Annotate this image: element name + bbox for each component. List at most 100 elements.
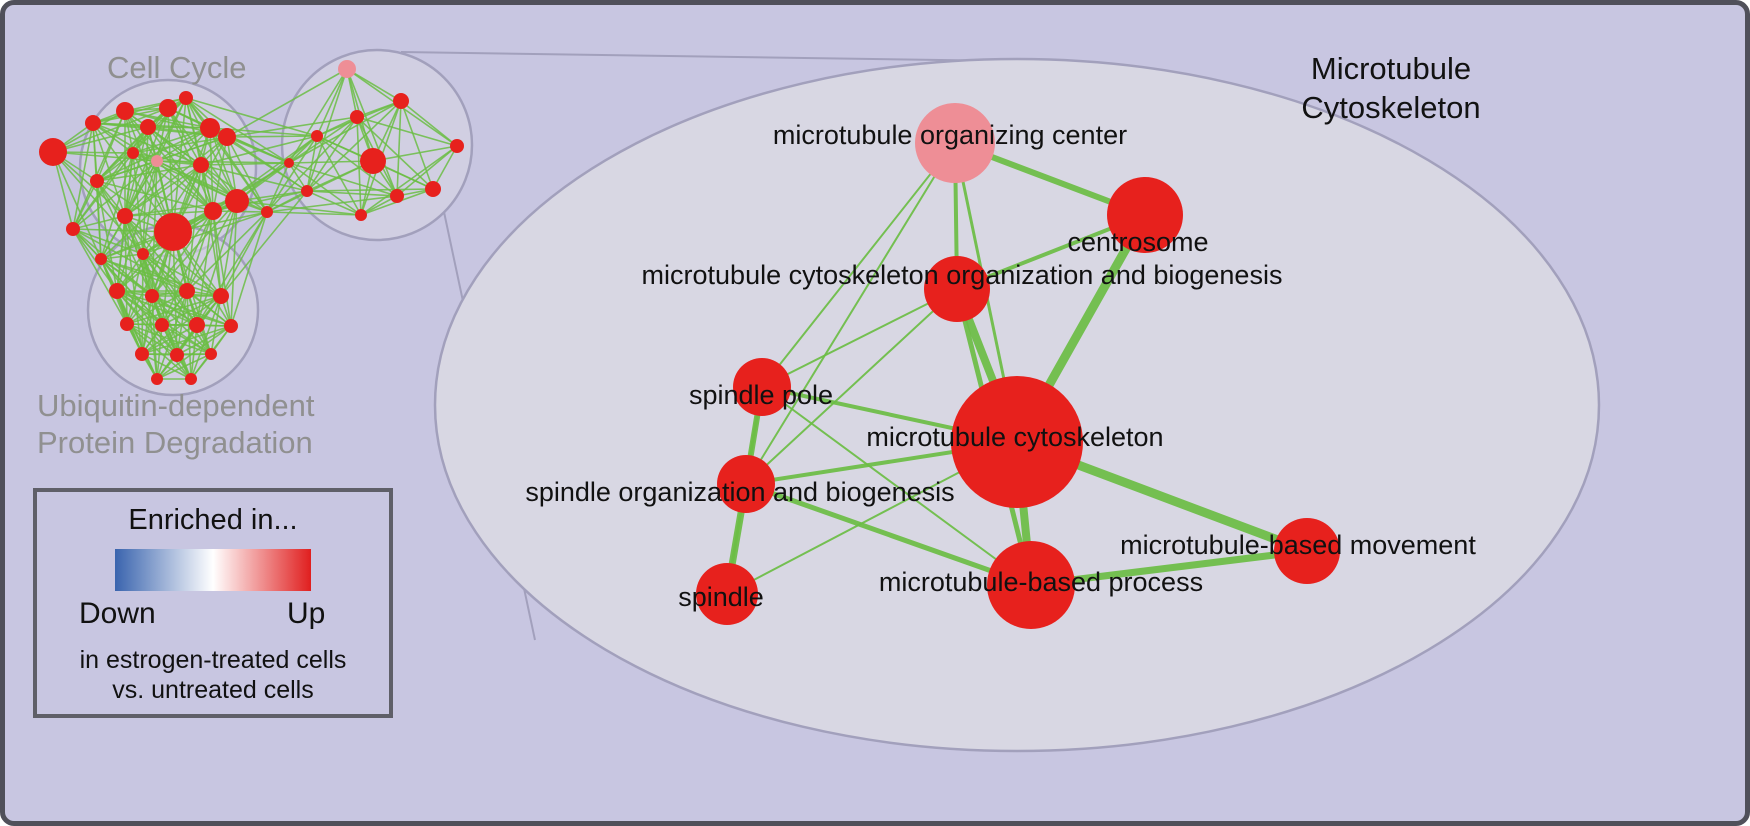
label-mt_process: microtubule-based process: [879, 567, 1203, 597]
overview-node: [189, 317, 205, 333]
overview-edge: [100, 258, 188, 292]
overview-edge: [220, 190, 308, 297]
cell-cycle-label: Cell Cycle: [107, 50, 247, 85]
overview-edge: [190, 295, 222, 380]
overview-node: [193, 157, 209, 173]
overview-nodes: [39, 60, 464, 385]
overview-edge: [316, 135, 362, 216]
overview-edge: [212, 210, 222, 297]
overview-edge: [156, 325, 232, 380]
overview-edge: [156, 353, 212, 380]
overview-node: [425, 181, 441, 197]
overview-node: [145, 289, 159, 303]
overview-edge: [132, 152, 202, 166]
overview-edge: [316, 135, 398, 197]
legend-up-label: Up: [287, 597, 326, 630]
overview-edge: [132, 136, 228, 154]
microtubule-cytoskeleton-title-line2: Cytoskeleton: [1301, 90, 1481, 125]
overview-edge: [400, 100, 434, 190]
overview-node: [390, 189, 404, 203]
overview-edge: [288, 162, 362, 216]
overview-edge: [124, 97, 187, 112]
overview-edge: [306, 100, 402, 192]
overview-edge: [124, 215, 128, 325]
overview-edge: [141, 324, 198, 355]
overview-edge: [209, 127, 214, 212]
overview-edge: [266, 190, 308, 213]
overview-edge: [72, 215, 126, 230]
overview-edge: [124, 164, 202, 217]
overview-edge: [141, 253, 144, 355]
overview-edge: [200, 164, 268, 213]
overview-edge: [196, 211, 268, 326]
overview-node: [151, 373, 163, 385]
overview-edge: [236, 135, 318, 202]
overview-node: [205, 348, 217, 360]
overview-node: [154, 213, 192, 251]
overview-edge: [186, 200, 238, 292]
overview-edge: [186, 211, 268, 292]
label-mcob: microtubule cytoskeleton organization an…: [642, 260, 1283, 290]
overview-edge: [132, 127, 211, 154]
overview-edge: [124, 136, 228, 217]
edge-spindle_pole-mt_process: [761, 386, 1032, 586]
overview-edge: [226, 116, 358, 138]
overview-edge: [72, 228, 128, 325]
overview-edge: [124, 127, 211, 217]
overview-edge: [360, 145, 458, 216]
overview-edge: [432, 145, 458, 190]
legend-axis-labels: Down Up: [37, 597, 389, 635]
overview-node: [140, 119, 156, 135]
label-mt_movement: microtubule-based movement: [1120, 530, 1476, 560]
node-moc: [915, 103, 995, 183]
overview-edge: [124, 107, 169, 217]
overview-edge: [306, 68, 348, 192]
edge-mt_process-mt_movement: [1027, 547, 1311, 589]
overview-edge: [212, 136, 228, 212]
label-spindle_org: spindle organization and biogenesis: [525, 477, 954, 507]
overview-edge: [141, 325, 232, 355]
overview-node: [151, 155, 163, 167]
overview-edge: [185, 97, 228, 138]
overview-edge: [72, 122, 94, 230]
overview-edge: [226, 136, 268, 213]
overview-edge: [156, 160, 214, 212]
overview-node: [66, 222, 80, 236]
overview-edge: [288, 135, 318, 164]
overview-edge: [306, 116, 358, 192]
node-spindle_pole: [733, 358, 791, 416]
node-mt_movement: [1274, 518, 1340, 584]
overview-node: [360, 148, 386, 174]
overview-node: [185, 373, 197, 385]
overview-edge: [288, 68, 348, 164]
overview-node: [225, 189, 249, 213]
overview-node: [90, 174, 104, 188]
overview-edge: [176, 325, 232, 356]
overview-edge: [124, 215, 222, 297]
overview-edge: [266, 135, 318, 213]
overview-node: [204, 202, 222, 220]
overview-node: [450, 139, 464, 153]
node-mt_cyto: [951, 376, 1083, 508]
edge-moc-spindle_org: [745, 142, 956, 485]
overview-edge: [212, 210, 232, 327]
overview-node: [179, 283, 195, 299]
overview-node: [200, 118, 220, 138]
overview-edge: [142, 160, 158, 255]
overview-node: [117, 208, 133, 224]
overview-node: [109, 283, 125, 299]
edge-mcob-spindle_org: [745, 288, 958, 485]
network-canvas: microtubule organizing centercentrosomem…: [39, 48, 1601, 753]
overview-node: [261, 206, 273, 218]
overview-edge: [220, 211, 268, 297]
overview-edge: [306, 135, 318, 192]
overview-edge: [167, 107, 238, 202]
overview-edge: [266, 162, 290, 213]
overview-edge: [396, 100, 402, 197]
overview-edge: [96, 180, 102, 260]
edge-mcob-spindle_pole: [761, 288, 958, 388]
ubiquitin-label-line1: Ubiquitin-dependent: [37, 388, 315, 423]
overview-edge: [306, 190, 362, 216]
node-mcob: [924, 256, 990, 322]
